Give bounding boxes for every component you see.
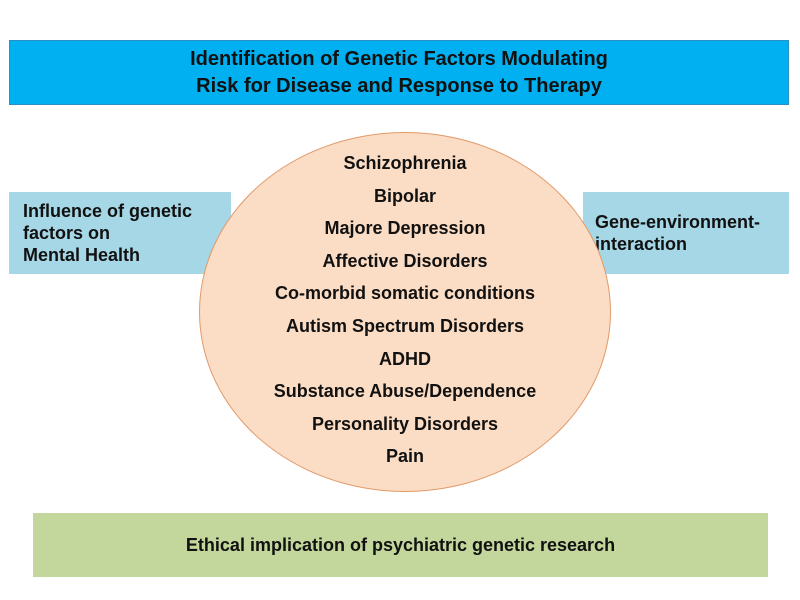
gene-environment-line-1: Gene-environment- (595, 212, 761, 232)
disorders-circle (199, 132, 611, 492)
disorder-item: Bipolar (373, 185, 436, 206)
disorder-item: Schizophrenia (343, 153, 467, 173)
disorder-item: Personality Disorders (311, 413, 499, 434)
disorder-item: Majore Depression (324, 218, 486, 239)
disorder-item: Affective Disorders (322, 250, 488, 271)
gene-environment-box: Gene-environment- interaction (583, 192, 789, 274)
disorder-item: Pain (385, 446, 424, 467)
disorder-item: Substance Abuse/Dependence (273, 381, 537, 402)
top-banner: Identification of Genetic Factors Modula… (9, 40, 789, 105)
genetic-influence-line-2: factors on (23, 223, 111, 243)
top-banner-line-2: Risk for Disease and Response to Therapy (196, 74, 602, 97)
ethics-banner-label: Ethical implication of psychiatric genet… (185, 535, 616, 555)
disorder-item: Autism Spectrum Disorders (285, 315, 525, 336)
gene-environment-line-2: interaction (595, 234, 688, 254)
ethics-banner: Ethical implication of psychiatric genet… (33, 513, 768, 577)
disorders-list: Schizophrenia Bipolar Majore Depression … (199, 147, 611, 473)
genetic-influence-box: Influence of genetic factors on Mental H… (9, 192, 231, 274)
disorder-item: ADHD (379, 348, 431, 369)
disorder-item: Co-morbid somatic conditions (274, 283, 535, 304)
genetic-influence-line-3: Mental Health (23, 245, 141, 265)
genetic-influence-line-1: Influence of genetic (23, 201, 193, 221)
top-banner-line-1: Identification of Genetic Factors Modula… (190, 47, 608, 70)
